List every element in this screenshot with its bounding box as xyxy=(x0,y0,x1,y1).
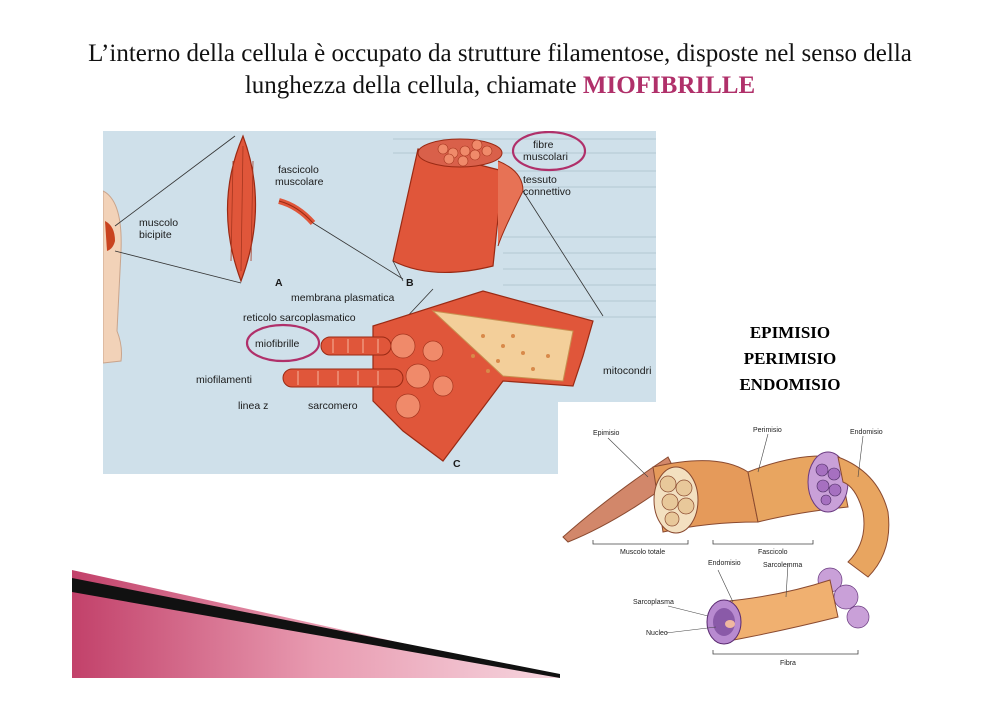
label-sarcoplasma: Sarcoplasma xyxy=(633,599,674,606)
label-fibre: fibre xyxy=(533,139,554,151)
label-B: B xyxy=(406,277,414,289)
label-bicipite: bicipite xyxy=(139,229,172,241)
label-muscolare: muscolare xyxy=(275,176,324,188)
label-endomisio-top: Endomisio xyxy=(850,429,883,436)
label-miofilamenti: miofilamenti xyxy=(196,374,252,386)
label-fascicolo-fig2: Fascicolo xyxy=(758,549,788,556)
connective-sheaths-figure: Epimisio Perimisio Endomisio Muscolo tot… xyxy=(558,402,923,677)
label-connettivo: connettivo xyxy=(523,186,571,198)
layer-perimisio: PERIMISIO xyxy=(743,349,837,368)
title-text: L’interno della cellula è occupato da st… xyxy=(88,40,912,99)
label-linea-z: linea z xyxy=(238,400,268,412)
label-reticolo: reticolo sarcoplasmatico xyxy=(243,312,356,324)
label-membrana: membrana plasmatica xyxy=(291,292,394,304)
label-muscolo: muscolo xyxy=(139,217,178,229)
label-fascicolo: fascicolo xyxy=(278,164,319,176)
muscle-structure-figure: muscolo bicipite fascicolo muscolare fib… xyxy=(103,131,656,474)
label-miofibrille: miofibrille xyxy=(255,338,300,350)
label-epimisio: Epimisio xyxy=(593,430,620,437)
slide-title: L’interno della cellula è occupato da st… xyxy=(60,38,940,102)
label-mitocondri: mitocondri xyxy=(603,365,651,377)
label-nucleo: Nucleo xyxy=(646,630,668,637)
label-muscolo-totale: Muscolo totale xyxy=(620,549,665,556)
label-A: A xyxy=(275,277,283,289)
decorative-wedge xyxy=(72,570,560,678)
label-fibra: Fibra xyxy=(780,660,796,667)
label-endomisio: Endomisio xyxy=(708,560,741,567)
label-tessuto: tessuto xyxy=(523,174,557,186)
label-sarcomero: sarcomero xyxy=(308,400,358,412)
label-C: C xyxy=(453,458,461,470)
label-muscolari: muscolari xyxy=(523,151,568,163)
connective-layers-list: EPIMISIO PERIMISIO ENDOMISIO xyxy=(700,320,880,398)
title-highlight: MIOFIBRILLE xyxy=(582,72,756,99)
layer-endomisio: ENDOMISIO xyxy=(739,375,841,394)
layer-epimisio: EPIMISIO xyxy=(749,323,831,342)
label-perimisio: Perimisio xyxy=(753,427,782,434)
label-sarcolemma: Sarcolemma xyxy=(763,562,802,569)
